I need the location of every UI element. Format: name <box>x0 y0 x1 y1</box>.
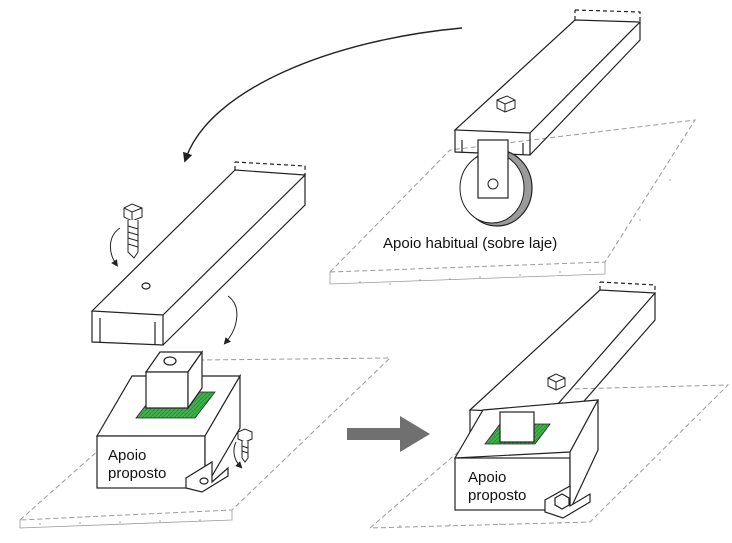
rail-top-right <box>453 9 642 156</box>
rail-left <box>90 161 307 346</box>
curved-arrow-icon <box>183 27 463 163</box>
right-arrow-icon <box>347 416 430 452</box>
support-block-right <box>453 399 600 519</box>
label-proposed-left-line1: Apoio <box>108 447 146 464</box>
wheel-icon <box>459 139 533 227</box>
support-block-left <box>95 350 242 493</box>
slab-top-right <box>328 119 696 273</box>
label-proposed-right-line1: Apoio <box>468 469 506 486</box>
bolt-icon <box>547 373 566 391</box>
bolt-icon <box>237 428 253 463</box>
bolt-icon <box>123 203 143 259</box>
label-proposed-right-line2: proposto <box>468 487 526 504</box>
label-current-support: Apoio habitual (sobre laje) <box>383 235 557 252</box>
bolt-icon <box>496 95 516 113</box>
label-proposed-left-line2: proposto <box>108 465 166 482</box>
